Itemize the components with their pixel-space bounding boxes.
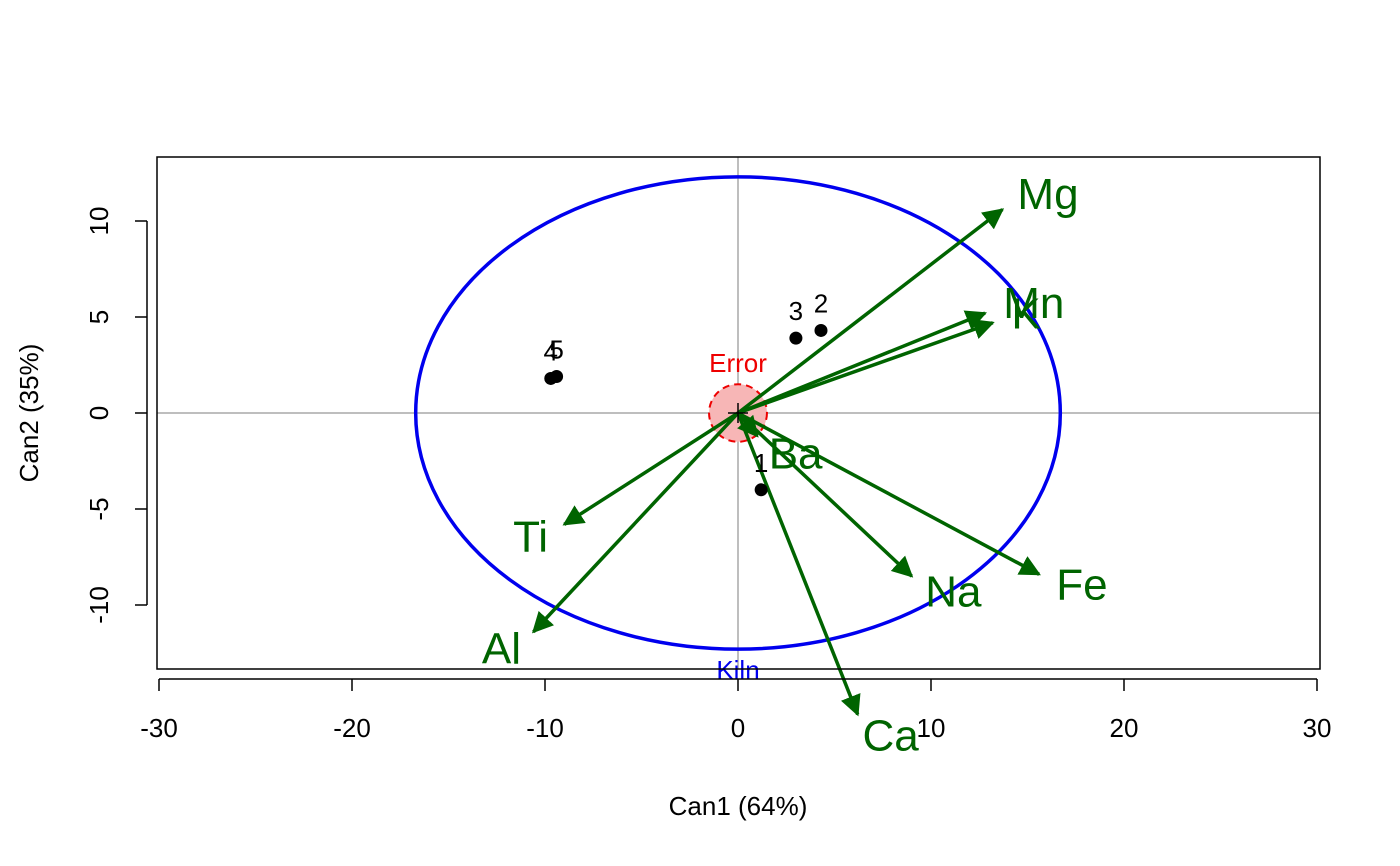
x-tick-label: 30 — [1303, 713, 1332, 743]
point-label-5: 5 — [549, 335, 563, 365]
x-tick-label: 0 — [731, 713, 745, 743]
vector-mn — [737, 310, 987, 415]
point-label-4: 4 — [544, 336, 558, 366]
x-tick-label: -30 — [140, 713, 178, 743]
x-tick-label: 20 — [1110, 713, 1139, 743]
point-label-3: 3 — [789, 296, 803, 326]
point-5 — [550, 370, 564, 384]
vector-mg — [736, 208, 1005, 415]
x-tick-label: -20 — [333, 713, 371, 743]
vector-ca — [736, 412, 861, 717]
error-label: Error — [709, 348, 767, 378]
vector-label-fe: Fe — [1056, 561, 1107, 610]
y-tick-label: 0 — [84, 406, 114, 420]
vector-na — [736, 411, 914, 578]
x-axis-label: Can1 (64%) — [669, 791, 808, 821]
x-tick-label: 10 — [917, 713, 946, 743]
vector-label-ca: Ca — [863, 712, 920, 761]
plot-frame — [156, 156, 1321, 670]
y-axis-label: Can2 (35%) — [14, 344, 44, 483]
vector-k — [737, 319, 995, 415]
point-2 — [814, 323, 828, 337]
kiln-ellipse — [413, 175, 1063, 651]
group-means: 1 23 45 — [544, 288, 828, 497]
y-tick-label: 10 — [84, 207, 114, 236]
vector-al — [531, 411, 740, 634]
axes: -30 -20 -10 0 10 20 30 -10 -5 0 5 10 — [84, 207, 1331, 743]
vector-fe — [737, 411, 1041, 576]
vector-label-na: Na — [925, 568, 982, 617]
x-tick-label: -10 — [526, 713, 564, 743]
y-tick-label: -10 — [84, 586, 114, 624]
vector-label-mg: Mg — [1017, 170, 1078, 219]
point-label-2: 2 — [814, 288, 828, 318]
point-1 — [754, 483, 768, 497]
vector-label-al: Al — [482, 624, 521, 673]
vector-label-mn: Mn — [1003, 279, 1064, 328]
point-3 — [789, 331, 803, 345]
vector-ti — [562, 411, 739, 526]
point-label-1: 1 — [754, 448, 768, 478]
vector-label-ti: Ti — [513, 512, 548, 561]
y-tick-label: -5 — [84, 497, 114, 520]
y-tick-label: 5 — [84, 310, 114, 324]
vector-label-k: K — [1011, 290, 1040, 339]
